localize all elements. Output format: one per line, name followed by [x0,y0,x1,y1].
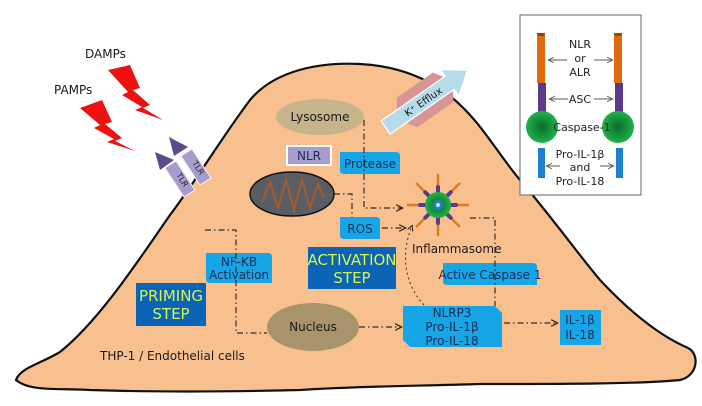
nlr-box [286,145,332,166]
mitochondrion [249,171,335,217]
legend-caspase: Caspase-1 [553,121,610,134]
nlrp3-box [403,306,502,347]
pamps-label: PAMPs [54,83,92,97]
activation-step-box [308,247,396,289]
nlrp3-label-line1: NLRP3 [433,306,472,320]
cell-type-label: THP-1 / Endothelial cells [99,349,245,363]
protease-box [340,152,400,174]
ros-label: ROS [347,222,372,236]
legend-nlr-line1: NLR [569,38,591,51]
nfkb-label-line1: NF-KB [221,255,257,269]
ros-box [340,217,380,239]
activation-step-label-line1: ACTIVATION [307,251,396,269]
connector-inflammasome-to-nlrp3 [470,217,496,306]
tlr-arrow-head-icon [155,152,174,170]
lysosome [276,99,364,135]
tlr-arrow-head-icon [169,137,188,156]
il-label-line1: IL-1β [565,313,595,327]
inflammasome-label: Inflammasome [412,242,501,256]
nlrp3-label-line3: Pro-IL-18 [425,334,478,348]
nucleus-label: Nucleus [289,320,337,334]
nlrp3-label-line2: Pro-IL-1β [425,320,478,334]
legend-asc: ASC [569,93,592,106]
il-label-line2: IL-18 [565,328,595,342]
nfkb-activation-box [206,253,272,283]
connector-mito-to-ros [334,193,353,217]
active-caspase-label: Active Caspase 1 [439,268,542,282]
damps-lightning-icon [108,65,163,120]
damps-label: DAMPs [85,47,126,61]
active-caspase-box [443,263,537,285]
legend-pro-line1: Pro-IL-1β [556,148,605,161]
legend-pro-line3: Pro-IL-18 [556,175,605,188]
inflammasome-icon [406,173,470,237]
pamps-lightning-icon [80,100,135,151]
legend-nlr-line2: or [574,52,586,65]
priming-step-box [136,283,206,326]
connector-lysosome-to-inflammasome [363,120,402,208]
priming-step-label-line2: STEP [152,305,189,323]
priming-step-label-line1: PRIMING [139,287,203,305]
legend-panel: NLR or ALR ASC Caspase-1 Pro-IL-1β and P… [519,14,642,196]
activation-step-label-line2: STEP [333,269,370,287]
connector-nlrp3-to-inflammasome-curve [405,226,425,306]
tlr-receptor-group: TLR TLR [155,137,212,198]
connector-tlr-to-nucleus [205,229,267,334]
protease-label: Protease [344,157,396,171]
il-box [560,310,601,345]
legend-nlr-line3: ALR [569,66,591,79]
nlr-label: NLR [297,149,321,163]
legend-pro-line2: and [570,161,591,174]
lysosome-label: Lysosome [291,110,350,124]
nfkb-label-line2: Activation [209,268,269,282]
nucleus [267,303,359,351]
